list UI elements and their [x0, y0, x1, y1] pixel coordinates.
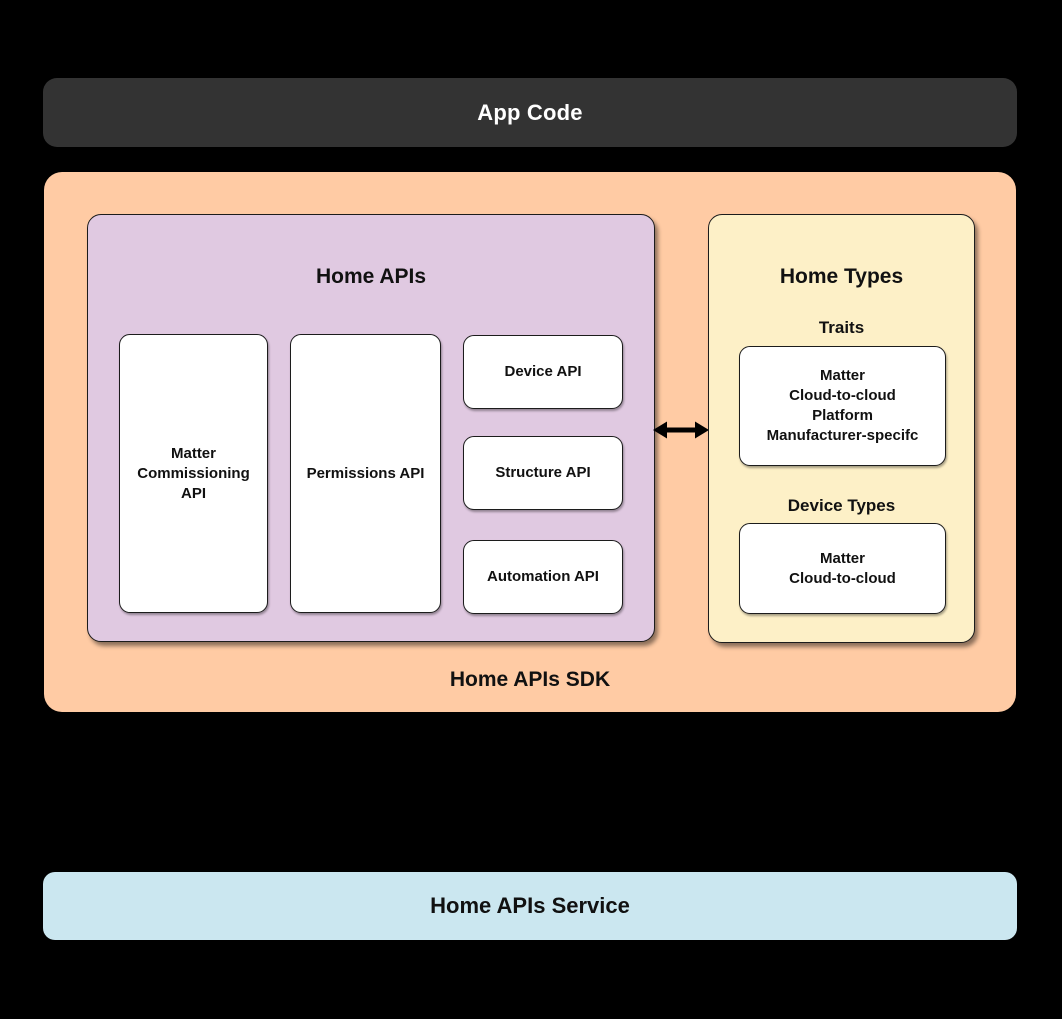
device-types-label: Device Types — [787, 496, 896, 515]
traits-label: Traits — [818, 318, 865, 337]
traits-items-label: Matter Cloud-to-cloud Platform Manufactu… — [766, 367, 919, 444]
automation-api-label: Automation API — [487, 568, 599, 585]
device-api-card: Device API — [463, 335, 623, 409]
structure-api-card: Structure API — [463, 436, 623, 510]
device-api-label: Device API — [504, 363, 582, 380]
device-types-items-label: Matter Cloud-to-cloud — [789, 549, 896, 587]
structure-api-label: Structure API — [495, 464, 591, 481]
home-types-title: Home Types — [779, 265, 904, 288]
home-apis-sdk-container: Home APIs Matter Commissioning API Permi… — [44, 172, 1016, 712]
home-types-panel: Home Types Traits Matter Cloud-to-cloud … — [708, 214, 975, 643]
permissions-api-label: Permissions API — [306, 464, 425, 482]
matter-commissioning-api-label: Matter Commissioning API — [137, 444, 250, 502]
matter-commissioning-api-card: Matter Commissioning API — [119, 334, 268, 613]
home-apis-panel: Home APIs Matter Commissioning API Permi… — [87, 214, 655, 642]
app-code-bar: App Code — [43, 78, 1017, 147]
traits-card: Matter Cloud-to-cloud Platform Manufactu… — [739, 346, 946, 466]
home-apis-service-bar: Home APIs Service — [43, 872, 1017, 940]
permissions-api-card: Permissions API — [290, 334, 441, 613]
app-code-label: App Code — [477, 99, 583, 125]
bidirectional-arrow-icon — [652, 417, 710, 443]
home-apis-service-label: Home APIs Service — [430, 893, 630, 918]
automation-api-card: Automation API — [463, 540, 623, 614]
device-types-card: Matter Cloud-to-cloud — [739, 523, 946, 614]
home-apis-sdk-label: Home APIs SDK — [449, 668, 611, 691]
home-apis-title: Home APIs — [315, 265, 427, 288]
